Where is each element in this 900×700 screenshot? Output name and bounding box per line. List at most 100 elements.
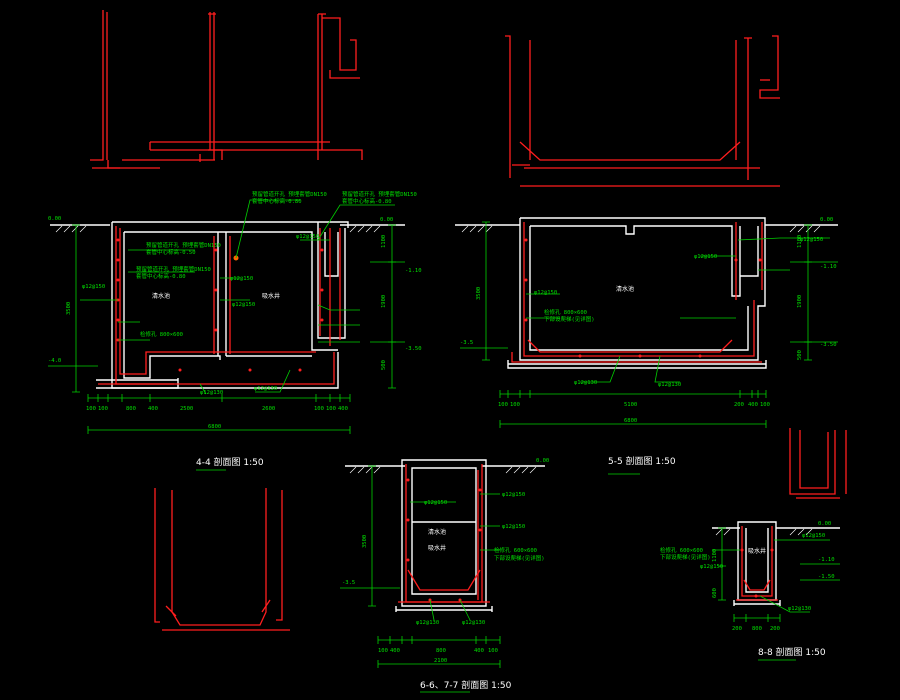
elev-left: -3.5 [342,580,355,586]
dim-3: 200 [770,626,780,632]
elev-right-3: -3.50 [405,346,422,352]
rebar-1: φ12@150 [424,500,447,506]
elev-top: 0.00 [536,458,549,464]
note-1: 检修孔 600×600 [494,546,537,554]
rebar-2: φ12@150 [502,492,525,498]
room-clearwater: 清水池 [152,292,170,300]
note-2: 下部设爬梯(见详图) [494,554,545,562]
dim-total: 6800 [624,418,637,424]
dim-3: 5100 [624,402,637,408]
note-1: 检修孔 600×600 [660,546,703,554]
dim-6: 2600 [262,406,275,412]
dim-left: 3500 [362,535,368,548]
elev-right-1: 0.00 [380,217,393,223]
note-left-2: 套管中心标高-0.50 [146,248,196,256]
dim-5: 2500 [180,406,193,412]
rebar-2: φ12@150 [700,564,723,570]
section-title-8-8: 8-8 剖面图 1:50 [758,646,826,658]
note-left-3: 预留管道开孔 预埋套管DN150 [136,265,211,273]
dim-6: 100 [760,402,770,408]
rebar-detail-small-right [789,428,847,499]
note-top-1: 预留管道开孔 预埋套管DN150 [252,190,327,198]
elev-left: -3.5 [460,340,473,346]
dim-9: 400 [338,406,348,412]
dim-1: 100 [378,648,388,654]
rebar-1: φ12@150 [534,290,557,296]
dim-right-1: 1100 [381,235,387,248]
rebar-4: φ12@130 [416,620,439,626]
elev-right-2: -1.10 [820,264,837,270]
note-2: 下部设爬梯(见详图) [660,553,711,561]
dim-2: 100 [98,406,108,412]
rebar-1: φ12@150 [802,533,825,539]
dim-4: 400 [474,648,484,654]
elev-2: -1.10 [818,557,835,563]
dim-1: 100 [86,406,96,412]
dim-right-3: 500 [381,360,387,370]
dim-5: 400 [748,402,758,408]
dim-7: 100 [314,406,324,412]
dim-3: 800 [126,406,136,412]
rebar-3: φ12@150 [800,237,823,243]
rebar-note-5: φ12@130 [200,390,223,396]
elev-3: -1.50 [818,574,835,580]
rebar-2: φ12@150 [694,254,717,260]
rebar-3: φ12@130 [788,606,811,612]
dim-right-3: 500 [797,350,803,360]
dim-total: 6800 [208,424,221,430]
dim-4: 200 [734,402,744,408]
rebar-note-6: φ12@130 [254,386,277,392]
section-6-6-7-7: 0.00 -3.5 清水池 吸水井 φ12@150 φ12@150 φ12@15… [340,458,549,693]
rebar-note-2: φ12@150 [230,276,253,282]
dim-1: 100 [498,402,508,408]
note-top-2: 套管中心标高-0.80 [252,197,302,205]
room-clearwater: 清水池 [428,528,446,536]
section-5-5: -3.5 0.00 -1.10 -3.50 清水池 φ12@150 φ12@15… [455,217,838,475]
dim-5: 100 [488,648,498,654]
dim-right-2: 1900 [381,295,387,308]
note-top-right: 预留管道开孔 预埋套管DN150 [342,190,417,198]
dim-2: 400 [390,648,400,654]
section-8-8: 0.00 -1.10 -1.50 吸水井 φ12@150 φ12@150 φ12… [660,521,840,661]
rebar-4: φ12@130 [574,380,597,386]
note-left-4: 套管中心标高-0.80 [136,272,186,280]
section-title-4-4: 4-4 剖面图 1:50 [196,456,264,468]
note-2: 下部设爬梯(见详图) [544,315,595,323]
note-top-right-2: 套管中心标高-0.80 [342,197,392,205]
room-clearwater: 清水池 [616,285,634,293]
rebar-5: φ12@130 [658,382,681,388]
elev-right-3: -3.50 [820,342,837,348]
rebar-note-1: φ12@150 [82,284,105,290]
dim-right-2: 1900 [797,295,803,308]
rebar-3: φ12@150 [502,524,525,530]
elev-right-1: 0.00 [820,217,833,223]
section-title-5-5: 5-5 剖面图 1:50 [608,455,676,467]
note-left-5: 检修孔 800×600 [140,330,183,338]
rebar-detail-bottom-left [154,488,290,631]
dim-4: 400 [148,406,158,412]
dim-3: 800 [436,648,446,654]
dim-2: 100 [510,402,520,408]
dim-1: 200 [732,626,742,632]
note-left-1: 预留管道开孔 预埋套管DN150 [146,241,221,249]
dim-left: 3500 [66,302,72,315]
elev-left-bottom: -4.0 [48,358,61,364]
rebar-detail-top-left [90,10,363,169]
dim-left: 3500 [476,287,482,300]
elev-top: 0.00 [48,216,61,222]
elev-right-2: -1.10 [405,268,422,274]
rebar-5: φ12@130 [462,620,485,626]
dim-2: 800 [752,626,762,632]
rebar-detail-top-right [505,35,780,187]
rebar-note-4: φ12@150 [296,234,319,240]
rebar-note-3: φ12@150 [232,302,255,308]
elev-1: 0.00 [818,521,831,527]
room-suction: 吸水井 [262,292,280,300]
note-1: 检修孔 800×600 [544,308,587,316]
room-suction: 吸水井 [428,544,446,552]
section-title-6-6-7-7: 6-6、7-7 剖面图 1:50 [420,679,512,691]
section-4-4: 0.00 -4.0 0.00 -1.10 -3.50 清水池 吸水井 预留管道开… [48,190,422,471]
dim-left-1: 1100 [712,549,718,562]
dim-right-1: 1100 [797,235,803,248]
